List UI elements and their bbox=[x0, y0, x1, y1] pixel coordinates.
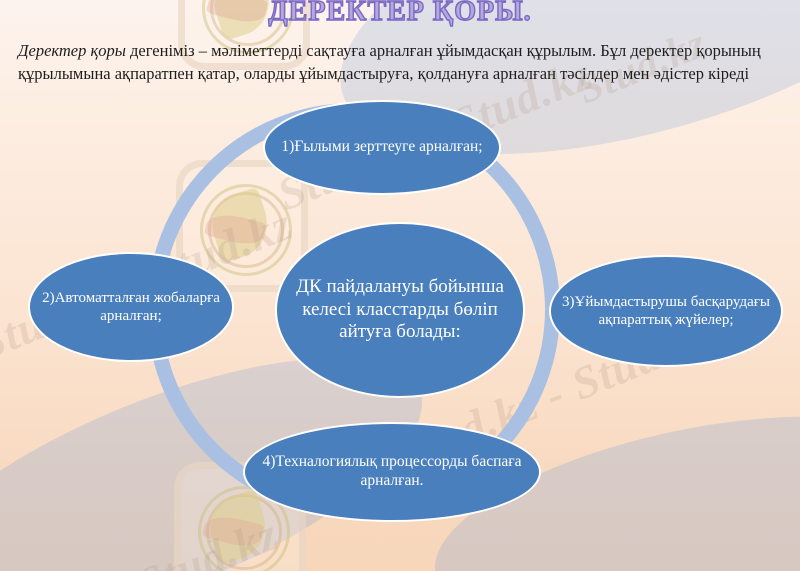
diagram-node-center-label: ДК пайдалануы бойынша келесі класстарды … bbox=[296, 275, 504, 343]
diagram-node-bottom[interactable]: 4)Техналогиялық процессорды баспаға арна… bbox=[243, 422, 541, 522]
intro-paragraph-emphasis: Деректер қоры bbox=[18, 41, 126, 60]
watermark-logo-bird-accent bbox=[201, 511, 265, 551]
diagram-node-top[interactable]: 1)Ғылыми зерттеуге арналған; bbox=[263, 100, 501, 195]
watermark-logo-ring-inner bbox=[206, 494, 282, 570]
diagram-node-center[interactable]: ДК пайдалануы бойынша келесі класстарды … bbox=[275, 222, 525, 398]
watermark-logo-bird bbox=[201, 488, 275, 566]
diagram-node-left[interactable]: 2)Автоматталған жобаларға арналған; bbox=[28, 252, 234, 362]
diagram-node-bottom-label: 4)Техналогиялық процессорды баспаға арна… bbox=[262, 453, 522, 489]
intro-paragraph-rest: дегеніміз – мәліметтерді сақтауға арналғ… bbox=[18, 41, 761, 84]
page-title: ДЕРЕКТЕР ҚОРЫ. bbox=[268, 0, 532, 28]
watermark-text: Stud.kz bbox=[130, 508, 286, 571]
diagram-node-top-label: 1)Ғылыми зерттеуге арналған; bbox=[281, 138, 483, 156]
diagram-node-right[interactable]: 3)Ұйымдастырушы басқарудағы ақпараттық ж… bbox=[549, 255, 783, 367]
diagram-node-right-label: 3)Ұйымдастырушы басқарудағы ақпараттық ж… bbox=[562, 294, 770, 328]
intro-paragraph: Деректер қоры дегеніміз – мәліметтерді с… bbox=[18, 39, 780, 86]
diagram-node-left-label: 2)Автоматталған жобаларға арналған; bbox=[42, 290, 220, 324]
